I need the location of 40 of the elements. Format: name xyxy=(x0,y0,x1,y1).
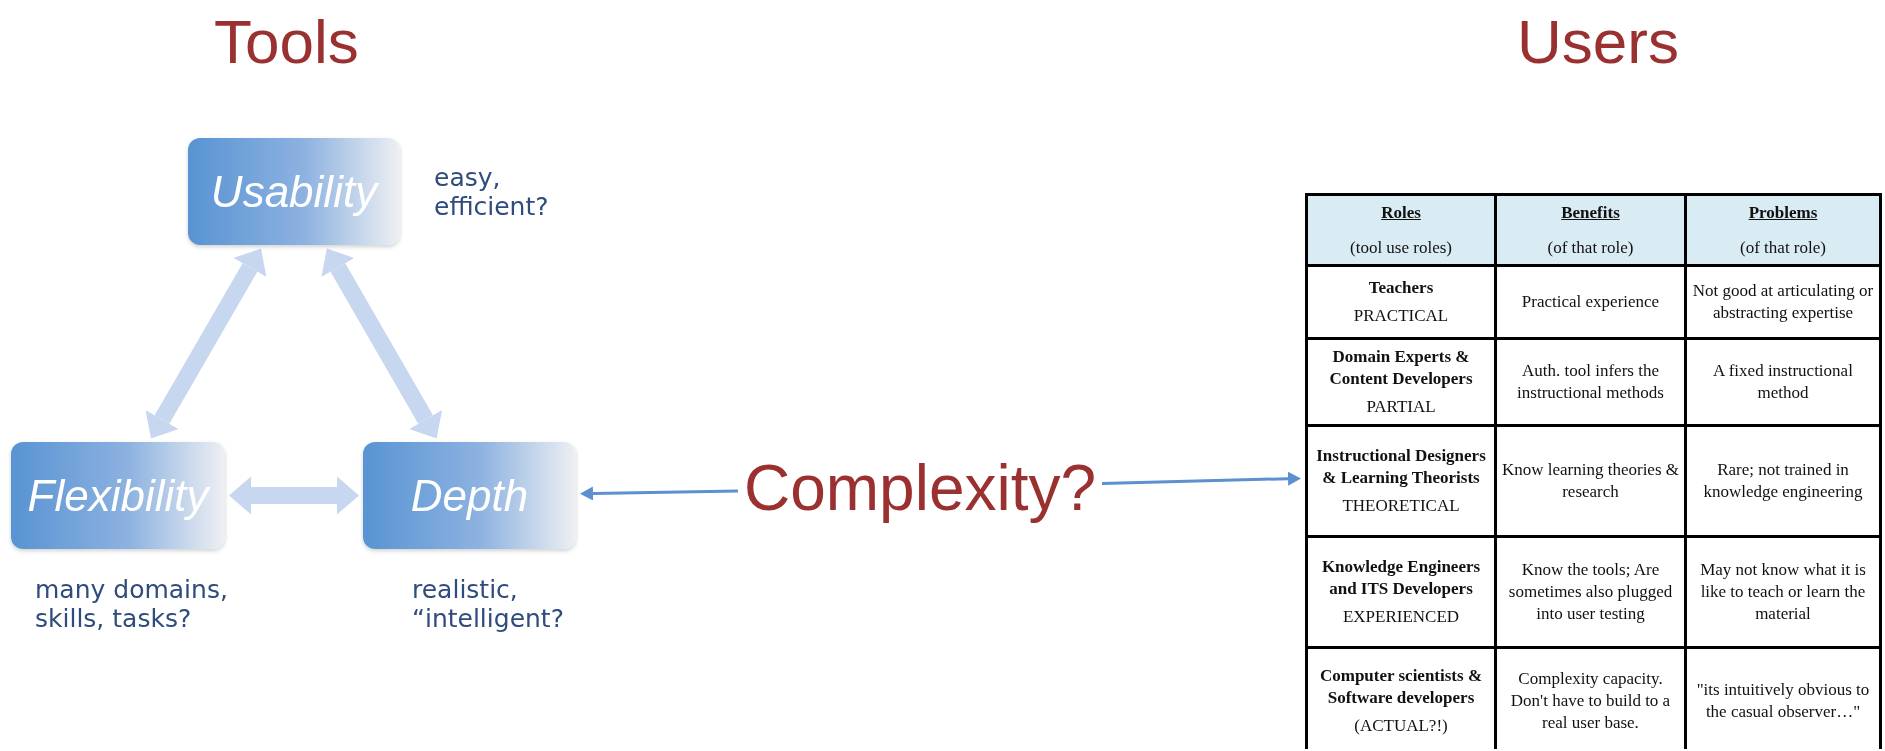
cell-text: May not know what it is like to teach or learn the material xyxy=(1699,559,1867,625)
cell-text: "its intuitively obvious to the casual observer…" xyxy=(1695,679,1871,723)
cell-text: Know the tools; Are sometimes also plugged into user testing xyxy=(1507,559,1674,625)
roles-table xyxy=(1305,193,1882,749)
role-level: (ACTUAL?!) xyxy=(1354,714,1448,737)
role-name: Teachers xyxy=(1368,277,1434,299)
column-heading: Problems xyxy=(1748,201,1818,224)
arrow xyxy=(1101,471,1301,486)
column-note: (of that role) xyxy=(1547,236,1634,259)
column-note: (tool use roles) xyxy=(1350,236,1452,259)
double-arrow xyxy=(145,248,267,439)
note-text: easy, efficient? xyxy=(434,164,550,222)
concept-box xyxy=(363,442,576,549)
column-heading: Roles xyxy=(1381,201,1421,224)
note-text: realistic, “intelligent? xyxy=(412,576,565,634)
role-name: Domain Experts & Content Developers xyxy=(1328,346,1474,390)
cell-text: Rare; not trained in knowledge engineering xyxy=(1702,459,1864,503)
double-arrow xyxy=(321,248,443,439)
column-heading: Benefits xyxy=(1561,201,1620,224)
role-level: THEORETICAL xyxy=(1342,494,1460,517)
role-level: EXPERIENCED xyxy=(1342,605,1460,628)
double-arrow xyxy=(229,476,359,515)
cell-text: Not good at articulating or abstracting expertise xyxy=(1691,280,1875,324)
box-label: Depth xyxy=(410,470,529,521)
role-level: PARTIAL xyxy=(1366,395,1436,418)
section-heading: Tools xyxy=(214,8,359,77)
cell-text: Auth. tool infers the instructional methods xyxy=(1516,360,1665,404)
role-name: Knowledge Engineers and ITS Developers xyxy=(1320,556,1482,600)
note-text: many domains, skills, tasks? xyxy=(35,576,229,634)
question-text: Complexity? xyxy=(742,452,1098,524)
role-name: Computer scientists & Software developers xyxy=(1318,665,1484,709)
cell-text: Complexity capacity. Don't have to build to a real user base. xyxy=(1509,668,1672,734)
section-heading: Users xyxy=(1517,8,1679,77)
arrow xyxy=(580,486,739,501)
cell-text: A fixed instructional method xyxy=(1712,360,1854,404)
cell-text: Practical experience xyxy=(1521,291,1660,313)
column-note: (of that role) xyxy=(1740,236,1826,259)
cell-text: Know learning theories & research xyxy=(1501,459,1680,503)
role-name: Instructional Designers & Learning Theorists xyxy=(1315,445,1487,489)
role-level: PRACTICAL xyxy=(1353,305,1449,327)
